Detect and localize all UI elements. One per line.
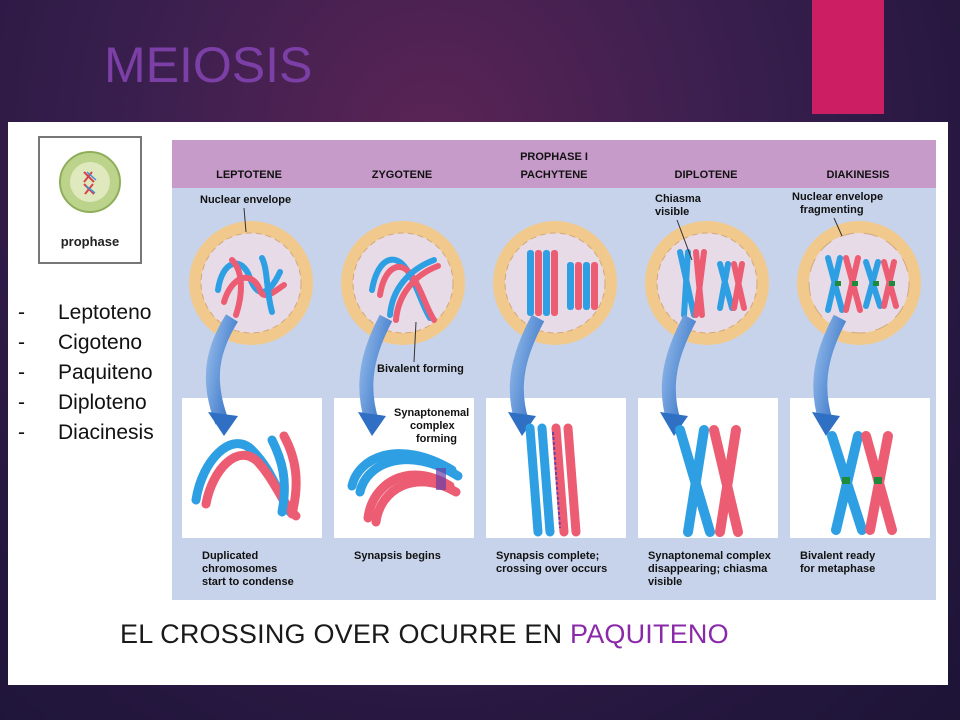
list-item: -Diploteno (18, 391, 147, 414)
list-item: -Paquiteno (18, 361, 153, 384)
stage-name: DIAKINESIS (827, 169, 890, 181)
prophase-i-figure: PROPHASE I LEPTOTENE ZYGOTENE PACHYTENE … (172, 140, 936, 600)
arrow-diplotene (661, 314, 697, 425)
annotation-fragment-line2: fragmenting (800, 204, 864, 216)
cell-leptotene (189, 221, 313, 345)
caption-zygotene: Synapsis begins (354, 550, 441, 562)
stage-name: DIPLOTENE (675, 169, 738, 181)
svg-text:Synapsis begins: Synapsis begins (354, 550, 441, 562)
arrow-zygotene (359, 314, 393, 425)
annotation-synapto-line1: Synaptonemal (394, 407, 469, 419)
list-item: -Diacinesis (18, 421, 154, 444)
stage-list: -Leptoteno -Cigoteno -Paquiteno -Diplote… (12, 298, 154, 448)
svg-text:Synapsis complete;: Synapsis complete; (496, 550, 599, 562)
svg-text:Duplicated: Duplicated (202, 550, 258, 562)
svg-text:crossing over occurs: crossing over occurs (496, 563, 607, 575)
svg-text:start to condense: start to condense (202, 576, 294, 588)
caption-pachytene: Synapsis complete; crossing over occurs (496, 550, 607, 575)
detail-diakinesis (827, 431, 897, 535)
cell-diplotene (645, 221, 769, 345)
annotation-synapto-line3: forming (416, 433, 457, 445)
caption-diplotene: Synaptonemal complex disappearing; chias… (648, 550, 772, 588)
cell-pachytene (493, 221, 617, 345)
prophase-cell-icon (59, 151, 121, 213)
accent-bar (812, 0, 884, 114)
detail-pachytene (525, 423, 581, 537)
svg-text:chromosomes: chromosomes (202, 563, 277, 575)
svg-text:disappearing; chiasma: disappearing; chiasma (648, 563, 768, 575)
svg-text:for metaphase: for metaphase (800, 563, 875, 575)
annotation-bivalent-forming: Bivalent forming (377, 363, 464, 375)
arrow-pachytene (509, 314, 545, 425)
annotation-chiasma-line1: Chiasma (655, 193, 702, 205)
statement-highlight: PAQUITENO (569, 619, 729, 649)
slide-title: MEIOSIS (104, 37, 313, 93)
caption-leptotene: Duplicated chromosomes start to condense (202, 550, 294, 588)
list-item: -Leptoteno (18, 301, 152, 324)
svg-text:Bivalent ready: Bivalent ready (800, 550, 876, 562)
annotation-chiasma-line2: visible (655, 206, 689, 218)
figure-header-band (172, 140, 936, 188)
detail-diplotene (675, 425, 743, 537)
arrow-diakinesis (813, 314, 847, 425)
figure-header-title: PROPHASE I (520, 151, 588, 163)
annotation-synapto-line2: complex (410, 420, 456, 432)
cell-zygotene (341, 221, 465, 345)
caption-diakinesis: Bivalent ready for metaphase (800, 550, 876, 575)
stage-name: ZYGOTENE (372, 169, 433, 181)
svg-text:visible: visible (648, 576, 682, 588)
stage-name: LEPTOTENE (216, 169, 282, 181)
thumbnail-label: prophase (60, 234, 120, 249)
prophase-thumbnail: prophase (38, 136, 142, 264)
svg-text:Synaptonemal complex: Synaptonemal complex (648, 550, 772, 562)
crossing-over-statement: EL CROSSING OVER OCURRE EN PAQUITENO (120, 619, 729, 650)
arrow-leptotene (205, 314, 238, 425)
cell-diakinesis (797, 221, 921, 345)
stage-name: PACHYTENE (520, 169, 587, 181)
detail-zygotene (347, 449, 463, 527)
annotation-fragment-line1: Nuclear envelope (792, 191, 883, 203)
statement-main: EL CROSSING OVER OCURRE EN (120, 619, 570, 649)
detail-leptotene (191, 431, 301, 521)
annotation-nuclear-envelope: Nuclear envelope (200, 194, 291, 206)
list-item: -Cigoteno (18, 331, 143, 354)
content-panel: prophase -Leptoteno -Cigoteno -Paquiteno… (8, 122, 948, 685)
